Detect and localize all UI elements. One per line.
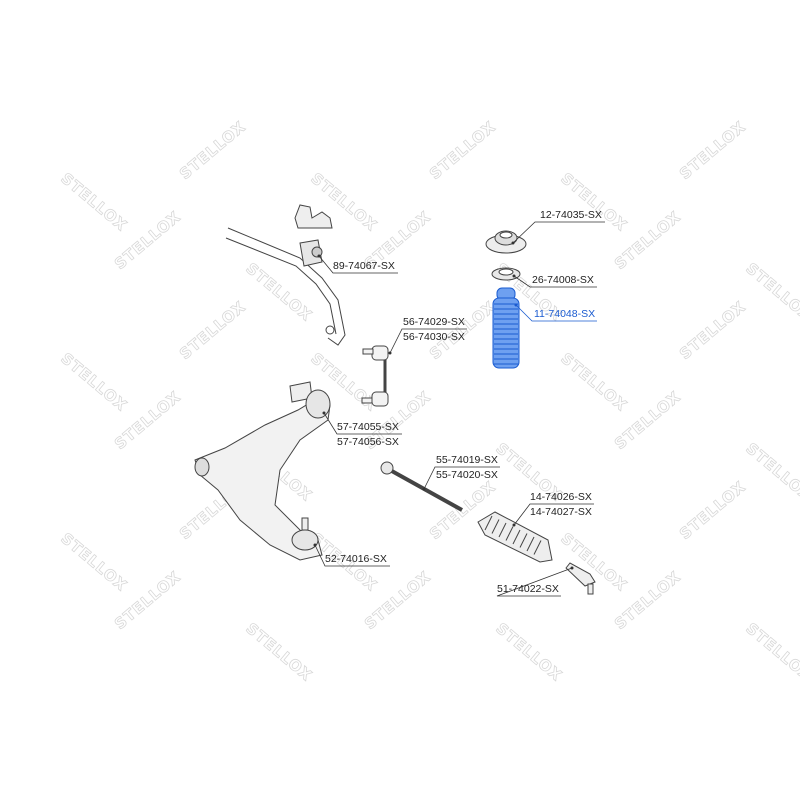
label-tie-rod-end[interactable]: 51-74022-SX (497, 583, 559, 595)
control-arm-bushing (305, 389, 331, 419)
leader-dot (512, 523, 516, 527)
watermark-text: STELLOX (57, 529, 130, 595)
watermark-text: STELLOX (426, 117, 499, 183)
label-tie-rod-1[interactable]: 55-74019-SX (436, 454, 498, 466)
leader-lines (313, 221, 605, 597)
leader-dot (514, 303, 518, 307)
watermark-text: STELLOX (242, 259, 315, 325)
label-stabilizer-link-1[interactable]: 56-74029-SX (403, 316, 465, 328)
leader-line (515, 304, 597, 322)
watermark-pattern: STELLOXSTELLOXSTELLOXSTELLOXSTELLOXSTELL… (57, 117, 800, 685)
label-steering-boot-2[interactable]: 14-74027-SX (530, 506, 592, 518)
label-steering-boot-1[interactable]: 14-74026-SX (530, 491, 592, 503)
leader-dot (388, 351, 392, 355)
tie-rod (380, 461, 463, 512)
boot-rib (512, 529, 521, 545)
boot-rib (498, 522, 507, 538)
leader-dot (317, 254, 321, 258)
watermark-text: STELLOX (676, 297, 749, 363)
boot-rib (505, 526, 514, 541)
ball-joint (291, 517, 319, 551)
stabilizer-link (361, 345, 389, 407)
watermark-text: STELLOX (242, 619, 315, 685)
leader-dot (422, 487, 426, 491)
label-stabilizer-link-2[interactable]: 56-74030-SX (403, 331, 465, 343)
boot-rib (519, 533, 528, 548)
parts-drawing (194, 204, 596, 595)
watermark-text: STELLOX (57, 349, 130, 415)
steering-boot (477, 511, 553, 563)
label-control-arm-bushing-1[interactable]: 57-74055-SX (337, 421, 399, 433)
watermark-text: STELLOX (176, 117, 249, 183)
stabilizer-bar (227, 227, 346, 346)
label-tie-rod-2[interactable]: 55-74020-SX (436, 469, 498, 481)
leader-dot (512, 274, 516, 278)
stabilizer-bracket (294, 204, 333, 229)
label-ball-joint[interactable]: 52-74016-SX (325, 553, 387, 565)
control-arm (194, 397, 331, 561)
leader-line (323, 412, 402, 435)
label-stabilizer-bushing[interactable]: 89-74067-SX (333, 260, 395, 272)
watermark-text: STELLOX (176, 297, 249, 363)
watermark-text: STELLOX (742, 439, 800, 505)
boot-rib (484, 515, 493, 531)
watermark-text: STELLOX (57, 169, 130, 235)
label-strut-mount[interactable]: 12-74035-SX (540, 209, 602, 221)
watermark-text: STELLOX (676, 477, 749, 543)
leader-line (512, 221, 605, 244)
watermark-text: STELLOX (492, 619, 565, 685)
strut-boot (492, 287, 520, 369)
watermark-text: STELLOX (557, 169, 630, 235)
stabilizer-bushing (299, 239, 323, 267)
leader-line (513, 503, 594, 526)
boot-rib (533, 540, 542, 555)
watermark-text: STELLOX (676, 117, 749, 183)
leader-line (496, 567, 573, 597)
label-control-arm-bushing-2[interactable]: 57-74056-SX (337, 436, 399, 448)
watermark-text: STELLOX (557, 349, 630, 415)
leader-line (513, 275, 597, 288)
watermark-text: STELLOX (742, 619, 800, 685)
leader-line (423, 466, 500, 490)
watermark-text: STELLOX (742, 259, 800, 325)
leader-line (318, 255, 398, 274)
watermark-text: STELLOX (557, 529, 630, 595)
leader-dot (511, 241, 515, 245)
leader-dot (313, 543, 317, 547)
leader-line (314, 544, 390, 567)
boot-rib (491, 519, 500, 534)
leader-dot (322, 411, 326, 415)
leader-dot (570, 566, 574, 570)
leader-line (389, 328, 467, 354)
boot-rib (526, 536, 535, 552)
label-strut-boot[interactable]: 11-74048-SX (534, 308, 596, 320)
label-strut-bearing[interactable]: 26-74008-SX (532, 274, 594, 286)
